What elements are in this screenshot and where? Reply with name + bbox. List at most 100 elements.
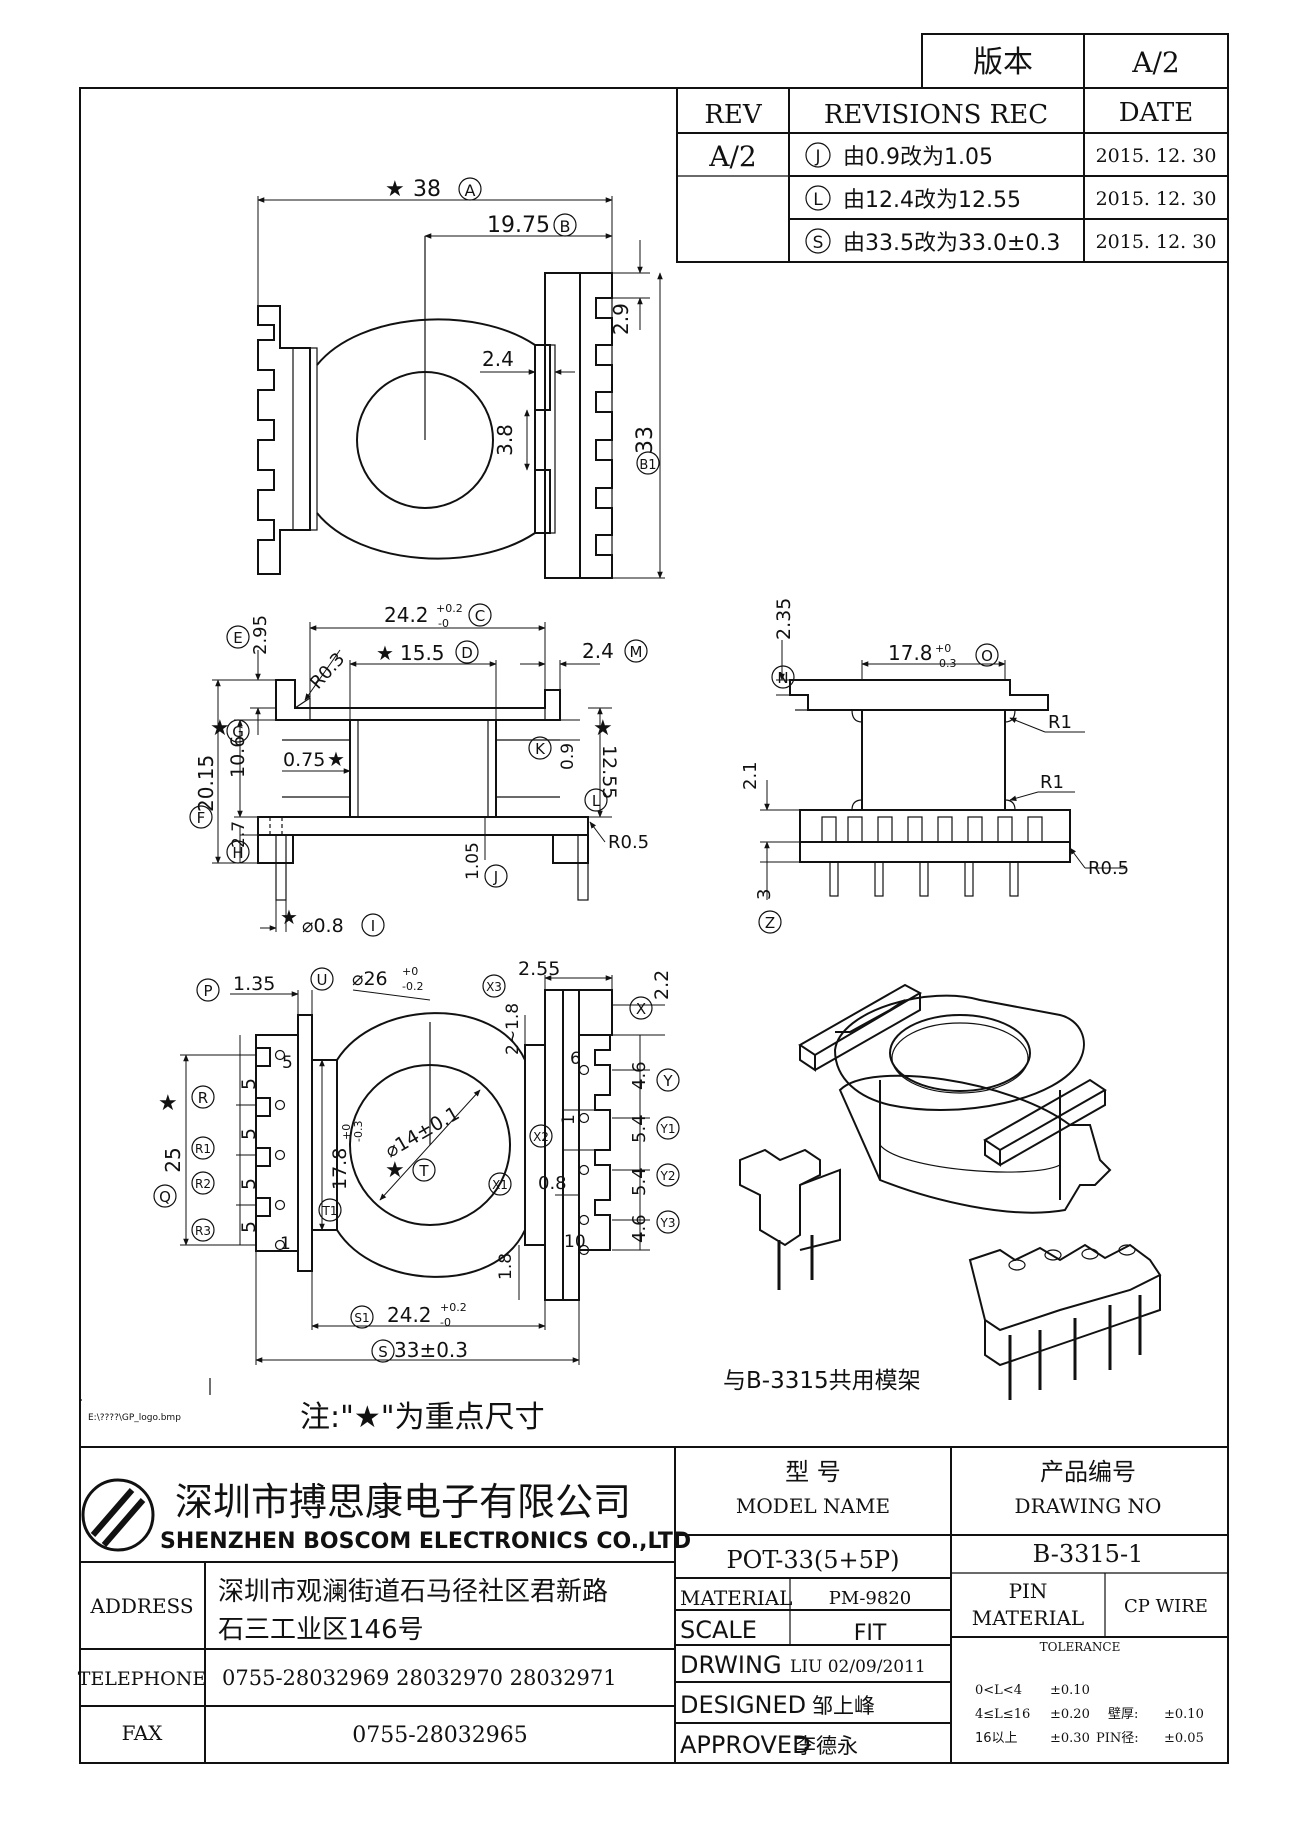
svg-text:★: ★: [593, 716, 613, 741]
dim-54-top: 5.4: [629, 1114, 650, 1143]
dim-phi08: ⌀0.8: [302, 915, 344, 937]
mark-B: B: [560, 217, 571, 236]
mark-Z: Z: [765, 914, 775, 932]
version-box: 版本 A/2: [921, 33, 1229, 89]
mark-Y2: Y2: [660, 1169, 676, 1183]
scale-label: SCALE: [680, 1616, 757, 1644]
svg-text:★: ★: [376, 641, 394, 665]
dim-29: 2.9: [609, 303, 633, 335]
mark-C: C: [475, 607, 485, 625]
dim-r05-front: R0.5: [608, 832, 649, 853]
scale-value: FIT: [854, 1621, 887, 1646]
dim-r05-side: R0.5: [1088, 858, 1129, 879]
tol-178-dn-bottom: -0.3: [352, 1121, 365, 1142]
side-view: 2.35 N 17.8 +0 -0.3 O R1 R1 2.1 R0.5 3 Z: [740, 598, 1129, 934]
mark-T1: T1: [322, 1204, 338, 1218]
rev-mark: S: [813, 233, 824, 253]
dim-106: 10.6: [227, 736, 249, 778]
isometric-view: 与B-3315共用模架: [723, 983, 1162, 1400]
mark-R2: R2: [195, 1177, 211, 1191]
mark-Y: Y: [662, 1072, 673, 1090]
tol-value: ±0.30: [1050, 1731, 1090, 1746]
tol-242-up-front: +0.2: [436, 602, 463, 615]
tol-242-dn-bottom: -0: [440, 1316, 451, 1329]
dim-5-pitch: 5: [238, 1128, 260, 1140]
pin-material-label-1: PIN: [1009, 1579, 1048, 1603]
dim-295: 2.95: [250, 615, 271, 655]
revision-row: L 由12.4改为12.55 2015. 12. 30: [805, 185, 1217, 213]
dim-178-bottom: 17.8: [329, 1148, 351, 1190]
dim-r1-bottom: R1: [1040, 772, 1064, 793]
drawing-label-en: DRAWING NO: [1015, 1494, 1162, 1518]
rev-text: 由12.4改为12.55: [843, 188, 1021, 213]
dim-1255: 12.55: [598, 745, 620, 799]
svg-text:★: ★: [327, 747, 345, 771]
front-view: 24.2 +0.2 -0 C R0.3 ★ 15.5 D 2.4 M 2.95 …: [189, 602, 649, 937]
svg-text:★: ★: [158, 1091, 178, 1116]
tol-242-up-bottom: +0.2: [440, 1301, 467, 1314]
key-dimension-note: 注:"★"为重点尺寸: [300, 1400, 545, 1435]
tol-extra-value: ±0.10: [1164, 1707, 1204, 1722]
mark-R1: R1: [195, 1142, 211, 1156]
pin-material-value: CP WIRE: [1124, 1596, 1208, 1617]
dim-255: 2.55: [518, 958, 560, 980]
dim-phi26: ⌀26: [352, 968, 388, 990]
mark-G: G: [232, 723, 244, 741]
tol-extra-label: PIN径:: [1096, 1731, 1139, 1746]
dim-08: 0.8: [538, 1173, 567, 1194]
svg-text:★: ★: [385, 177, 405, 202]
tol-178-dn-side: -0.3: [935, 657, 956, 670]
dim-2015: 20.15: [194, 755, 218, 812]
mark-B1: B1: [639, 458, 656, 473]
mark-X: X: [636, 1000, 646, 1018]
tolerance-row: 16以上 ±0.30 PIN径: ±0.05: [975, 1731, 1204, 1746]
drawing-frame: [79, 87, 1229, 1764]
fax-label: FAX: [122, 1721, 164, 1745]
company-name-en: SHENZHEN BOSCOM ELECTRONICS CO.,LTD: [160, 1529, 691, 1554]
dim-5-pitch: 5: [238, 1078, 260, 1090]
dim-r03: R0.3: [306, 649, 349, 694]
mark-R3: R3: [195, 1224, 211, 1238]
mark-H: H: [232, 844, 243, 862]
drawing-value: B-3315-1: [1033, 1540, 1144, 1568]
revisions-rec-header: REVISIONS REC: [824, 100, 1048, 130]
rev-header: REV: [704, 100, 763, 130]
mark-L: L: [592, 792, 601, 810]
material-value: PM-9820: [829, 1588, 911, 1609]
drwing-label: DRWING: [680, 1651, 782, 1679]
tol-range: 4≤L≤16: [975, 1707, 1030, 1722]
version-value: A/2: [1131, 46, 1179, 79]
designed-value: 邹上峰: [812, 1694, 875, 1718]
rev-mark: L: [813, 190, 823, 210]
pin-material-label-2: MATERIAL: [972, 1606, 1084, 1630]
dim-09: 0.9: [558, 743, 578, 770]
logo-path: E:\????\GP_logo.bmp: [88, 1413, 181, 1423]
revision-row: J 由0.9改为1.05 2015. 12. 30: [805, 142, 1216, 170]
tol-178-up-side: +0: [935, 642, 951, 655]
company-name-cn: 深圳市搏思康电子有限公司: [175, 1480, 631, 1524]
rev-date: 2015. 12. 30: [1096, 188, 1217, 210]
dim-1: 1: [559, 1114, 579, 1125]
dim-24-front: 2.4: [582, 639, 614, 663]
tol-26-up: +0: [402, 965, 418, 978]
mark-O: O: [981, 647, 993, 665]
dim-24-top: 2.4: [482, 347, 514, 371]
mark-J: J: [493, 868, 498, 886]
svg-text:★: ★: [280, 905, 298, 929]
revision-row: S 由33.5改为33.0±0.3 2015. 12. 30: [805, 228, 1216, 256]
dim-242-front: 24.2: [384, 603, 429, 627]
mark-K: K: [535, 740, 546, 758]
tol-242-dn-front: -0: [438, 617, 449, 630]
drawing-label-cn: 产品编号: [1040, 1458, 1136, 1486]
tolerance-label: TOLERANCE: [1040, 1640, 1121, 1654]
dim-54-bottom: 5.4: [629, 1167, 650, 1196]
dim-5-pitch: 5: [238, 1178, 260, 1190]
dim-25: 25: [161, 1147, 185, 1172]
mark-Q: Q: [159, 1188, 171, 1206]
tol-range: 0<L<4: [975, 1683, 1022, 1698]
mark-X3: X3: [486, 980, 502, 994]
dim-178-side: 17.8: [888, 641, 933, 665]
mark-E: E: [233, 629, 242, 647]
tolerance-row: 4≤L≤16 ±0.20 壁厚: ±0.10: [975, 1707, 1204, 1722]
